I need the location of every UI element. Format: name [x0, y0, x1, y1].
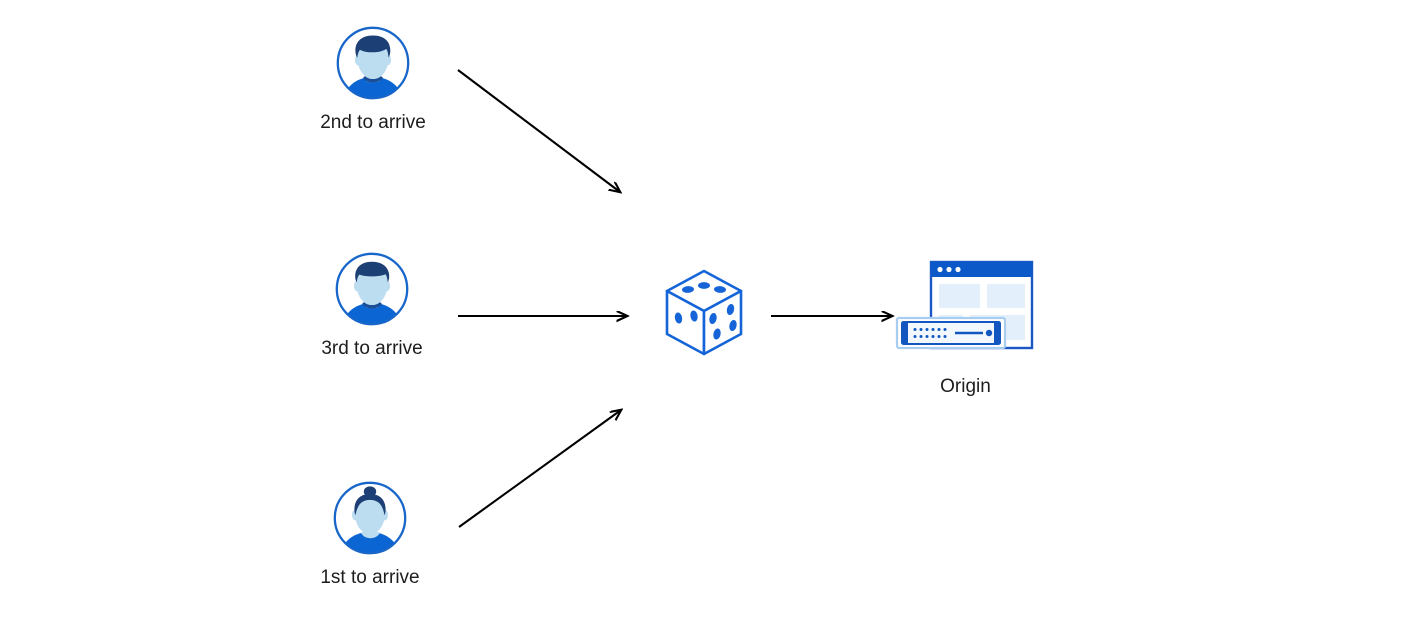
- edge-1st-to-dice: [458, 410, 621, 528]
- avatar: [335, 25, 411, 101]
- avatar: [334, 251, 410, 327]
- node-label-origin: Origin: [940, 376, 991, 397]
- node-client-1st[interactable]: 1st to arrive: [308, 480, 432, 590]
- dice-icon: [665, 269, 743, 356]
- node-randomizer[interactable]: [660, 265, 748, 361]
- node-label-client-1st: 1st to arrive: [320, 567, 420, 588]
- network-appliance-icon: [895, 316, 1007, 350]
- user-avatar-icon: [335, 252, 409, 326]
- node-origin[interactable]: Origin: [893, 256, 1038, 399]
- node-client-2nd[interactable]: 2nd to arrive: [313, 25, 433, 135]
- user-avatar-icon: [333, 481, 407, 555]
- user-avatar-icon: [336, 26, 410, 100]
- edge-2nd-to-dice: [457, 69, 620, 192]
- node-client-3rd[interactable]: 3rd to arrive: [310, 251, 434, 361]
- avatar: [332, 480, 408, 556]
- origin-server-icon: [895, 260, 1034, 350]
- node-label-client-3rd: 3rd to arrive: [321, 338, 423, 359]
- node-label-client-2nd: 2nd to arrive: [320, 112, 426, 133]
